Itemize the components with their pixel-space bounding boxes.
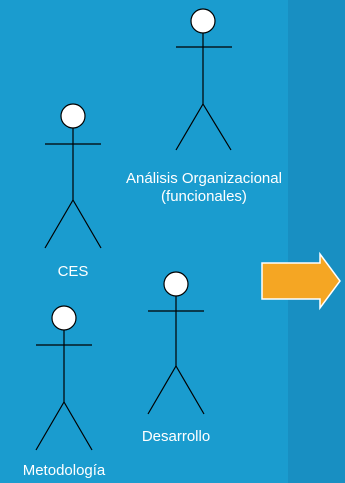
actor-head	[60, 103, 86, 129]
actor-label-ces: CES	[57, 263, 89, 280]
actor-right-leg	[202, 103, 232, 151]
actor-left-leg	[35, 401, 65, 451]
actor-right-leg	[175, 365, 205, 415]
actor-label-analisis: Análisis Organizacional (funcionales)	[97, 170, 311, 206]
actor-right-leg	[63, 401, 93, 451]
right-arrow-icon	[261, 251, 341, 311]
actor-left-leg	[175, 103, 204, 151]
background-panel	[288, 0, 345, 483]
actor-head	[51, 305, 77, 331]
actor-label-analisis-line2: (funcionales)	[161, 188, 247, 205]
actor-label-analisis-line1: Análisis Organizacional	[126, 170, 282, 187]
actor-left-leg	[147, 365, 177, 415]
actor-right-leg	[72, 199, 102, 249]
actor-desarrollo	[147, 271, 205, 415]
actor-ces	[44, 103, 102, 249]
actor-head	[190, 8, 216, 34]
actor-label-desarrollo: Desarrollo	[141, 428, 211, 445]
actor-left-leg	[44, 199, 74, 249]
actor-head	[163, 271, 189, 297]
actor-metodologia	[35, 305, 93, 451]
actor-label-metodologia: Metodología	[22, 462, 106, 479]
actor-analisis	[175, 8, 232, 151]
